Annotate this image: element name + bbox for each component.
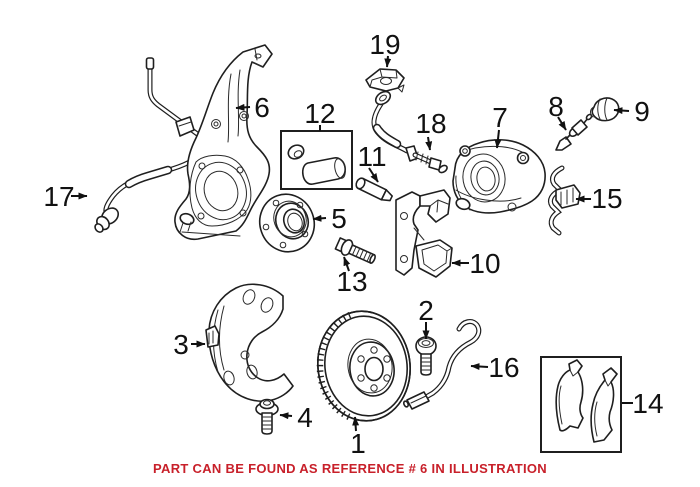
callouts: 1 2 3 4 5 6 7 8 — [43, 29, 663, 459]
callout-8-label: 8 — [548, 91, 564, 122]
callout-13-label: 13 — [336, 266, 367, 297]
callout-3-label: 3 — [173, 329, 189, 360]
part-caliper-bracket-drawing — [395, 189, 453, 278]
callout-7-label: 7 — [492, 102, 508, 133]
part-guide-pin-drawing — [355, 177, 393, 202]
callout-14: 14 — [622, 388, 664, 419]
callout-2: 2 — [418, 295, 434, 340]
part-bleeder-cap-drawing — [590, 97, 620, 122]
callout-14-label: 14 — [632, 388, 663, 419]
callout-7: 7 — [492, 102, 508, 149]
callout-3: 3 — [173, 329, 206, 360]
part-brake-rotor-drawing — [316, 310, 411, 422]
part-brake-hose-drawing — [371, 90, 448, 174]
callout-16-label: 16 — [488, 352, 519, 383]
callout-10: 10 — [451, 248, 501, 279]
part-hose-bracket-drawing — [365, 68, 405, 93]
part-splash-shield-drawing — [205, 283, 294, 402]
callout-6-label: 6 — [254, 92, 270, 123]
callout-18-label: 18 — [415, 108, 446, 139]
part-wear-sensor-drawing — [402, 319, 482, 410]
part-shield-bolt-drawing — [255, 398, 279, 435]
callout-17-label: 17 — [43, 181, 74, 212]
part-retaining-spring-drawing — [547, 165, 581, 236]
callout-5-label: 5 — [331, 203, 347, 234]
part-bleeder-screw-drawing — [555, 113, 593, 151]
callout-9-label: 9 — [634, 96, 650, 127]
callout-13: 13 — [336, 256, 368, 297]
callout-15-label: 15 — [591, 183, 622, 214]
part-set-screw-drawing — [415, 336, 437, 376]
callout-11: 11 — [357, 141, 387, 183]
callout-19: 19 — [369, 29, 401, 68]
callout-6: 6 — [235, 92, 270, 123]
callout-8: 8 — [548, 91, 567, 131]
callout-1: 1 — [350, 416, 366, 459]
part-brake-pads-drawing — [540, 356, 622, 453]
callout-16: 16 — [470, 352, 520, 383]
callout-9: 9 — [613, 96, 650, 127]
callout-12-label: 12 — [304, 98, 335, 129]
reference-caption: PART CAN BE FOUND AS REFERENCE # 6 IN IL… — [153, 461, 547, 476]
callout-2-label: 2 — [418, 295, 434, 326]
part-bushing-kit-drawing — [280, 130, 353, 190]
part-caliper-bolt-drawing — [334, 237, 376, 264]
callout-11-label: 11 — [357, 141, 386, 172]
callout-1-label: 1 — [350, 428, 366, 459]
callout-15: 15 — [575, 183, 623, 214]
part-brake-caliper-drawing — [452, 139, 546, 214]
callout-19-label: 19 — [369, 29, 400, 60]
part-steering-knuckle-drawing — [174, 44, 273, 241]
callout-4: 4 — [279, 402, 313, 433]
callout-4-label: 4 — [297, 402, 313, 433]
callout-12: 12 — [304, 98, 336, 131]
callout-10-label: 10 — [469, 248, 500, 279]
callout-5: 5 — [312, 203, 347, 234]
callout-17: 17 — [43, 181, 88, 212]
callout-18: 18 — [415, 108, 447, 151]
part-wheel-hub-drawing — [258, 193, 316, 253]
